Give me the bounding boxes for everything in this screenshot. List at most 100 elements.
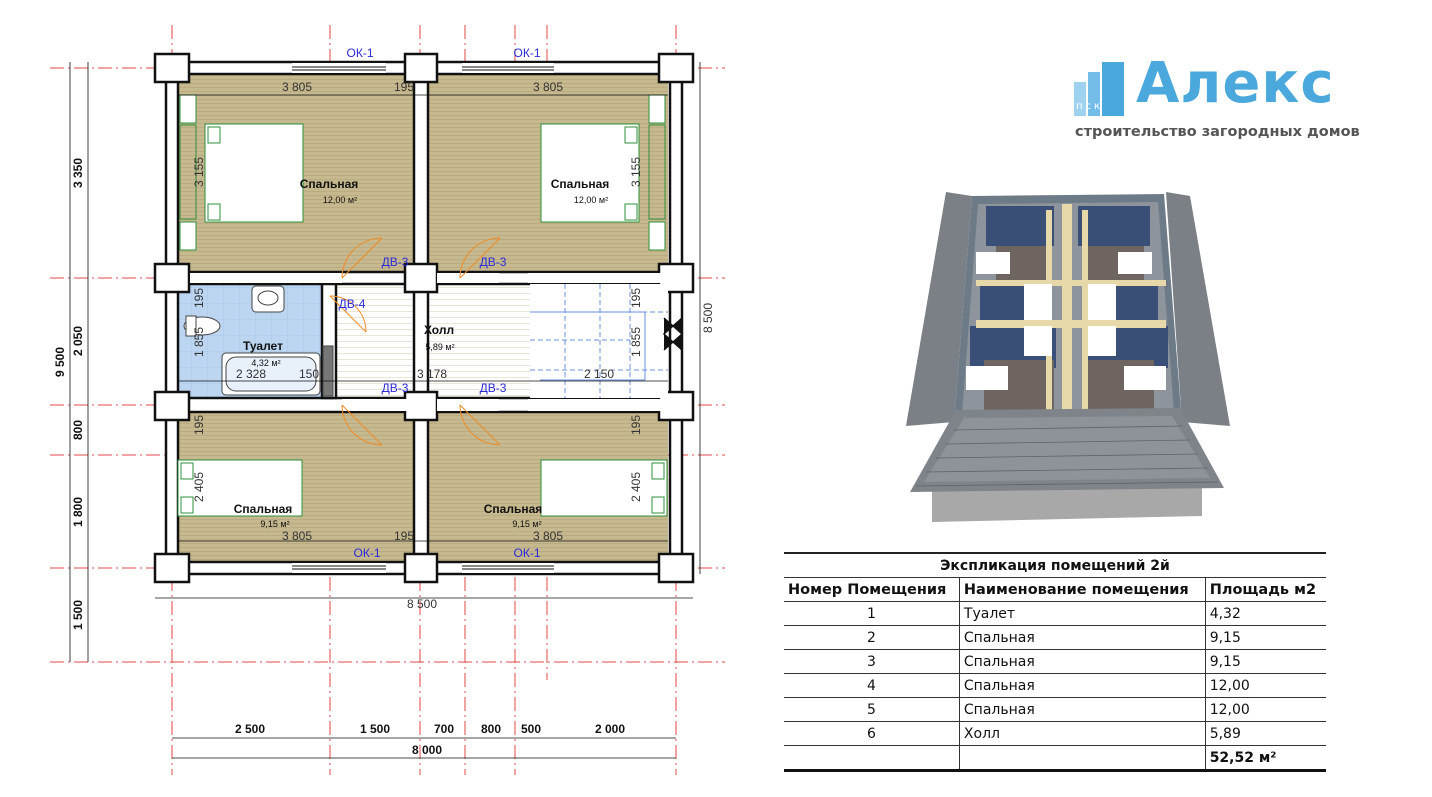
dim-label: 1 855 — [629, 327, 643, 357]
dim-label: 9 500 — [53, 347, 67, 377]
window-tag: ОК-1 — [514, 46, 541, 60]
door-tag: ДВ-3 — [480, 255, 507, 269]
logo-bars-icon — [1074, 62, 1124, 116]
door-tag: ДВ-3 — [382, 381, 409, 395]
dim-label: 8 000 — [412, 743, 442, 757]
room-name: Спальная — [300, 177, 359, 191]
window-tag: ОК-1 — [347, 46, 374, 60]
dim-label: 2 405 — [629, 472, 643, 502]
room-number: 3 — [784, 649, 960, 674]
dim-label: 3 178 — [417, 367, 447, 381]
room-area: 12,00 м² — [574, 195, 608, 205]
room-number: 4 — [784, 673, 960, 698]
table-total-row: 52,52 м² — [784, 745, 1326, 772]
dim-label: 700 — [434, 722, 454, 736]
stair-arrow — [662, 317, 684, 351]
dim-label: 2 150 — [584, 367, 614, 381]
door-tag: ДВ-4 — [339, 297, 366, 311]
room-number: 1 — [784, 601, 960, 626]
dim-label: 3 805 — [282, 529, 312, 543]
room-name: Спальная — [484, 502, 543, 516]
floor-plan: Спальная 12,00 м² Спальная 12,00 м² Туал… — [50, 25, 725, 775]
dim-label: 800 — [481, 722, 501, 736]
room-number: 6 — [784, 721, 960, 746]
company-logo: пск Алекс строительство загородных домов — [1074, 54, 1364, 150]
table-header-row: Номер Помещения Наименование помещения П… — [784, 577, 1326, 602]
dim-label: 2 328 — [236, 367, 266, 381]
dim-label: 195 — [192, 288, 206, 308]
room-number: 5 — [784, 697, 960, 722]
room-area: 12,00 м² — [323, 195, 357, 205]
room-area-cell: 12,00 — [1204, 673, 1326, 698]
table-title: Экспликация помещений 2й — [784, 552, 1326, 578]
header-cell: Наименование помещения — [958, 577, 1206, 602]
room-name: Холл — [424, 323, 454, 337]
dim-label: 195 — [394, 529, 414, 543]
dim-label: 3 155 — [192, 157, 206, 187]
room-area-cell: 12,00 — [1204, 697, 1326, 722]
logo-brand: Алекс — [1136, 51, 1335, 116]
room-name-cell: Спальная — [958, 673, 1206, 698]
staircase — [530, 284, 668, 398]
room-name-cell: Туалет — [958, 601, 1206, 626]
dim-label: 2 500 — [235, 722, 265, 736]
house-3d-render — [906, 192, 1230, 522]
dim-label: 3 805 — [533, 80, 563, 94]
dim-label: 1 855 — [192, 327, 206, 357]
header-cell: Номер Помещения — [784, 577, 960, 602]
dim-label: 3 805 — [533, 529, 563, 543]
header-cell: Площадь м2 — [1204, 577, 1326, 602]
room-name-cell: Спальная — [958, 697, 1206, 722]
dim-label: 2 050 — [71, 326, 85, 356]
door-tag: ДВ-3 — [480, 381, 507, 395]
dim-label: 195 — [394, 80, 414, 94]
dim-label: 2 405 — [192, 472, 206, 502]
beds — [177, 94, 668, 517]
room-area: 4,32 м² — [251, 358, 280, 368]
room-name: Туалет — [243, 339, 283, 353]
room-area-cell: 4,32 — [1204, 601, 1326, 626]
dim-label: 3 805 — [282, 80, 312, 94]
room-area: 9,15 м² — [512, 519, 541, 529]
room-number: 2 — [784, 625, 960, 650]
window-openings — [190, 63, 668, 573]
explication-table: Экспликация помещений 2й Номер Помещения… — [784, 552, 1326, 772]
window-tag: ОК-1 — [354, 546, 381, 560]
dim-label: 800 — [71, 420, 85, 440]
dim-label: 3 350 — [71, 158, 85, 188]
door-tag: ДВ-3 — [382, 255, 409, 269]
room-area: 9,15 м² — [260, 519, 289, 529]
room-name-cell: Спальная — [958, 649, 1206, 674]
dim-label: 2 000 — [595, 722, 625, 736]
dim-label: 8 500 — [701, 303, 715, 333]
room-area-cell: 9,15 — [1204, 625, 1326, 650]
room-name: Спальная — [234, 502, 293, 516]
doors — [329, 237, 501, 446]
room-name: Спальная — [551, 177, 610, 191]
dim-label: 1 800 — [71, 497, 85, 527]
dim-label: 500 — [521, 722, 541, 736]
dim-label: 1 500 — [71, 600, 85, 630]
dim-label: 195 — [629, 415, 643, 435]
total-area: 52,52 м² — [1204, 745, 1326, 772]
room-area-cell: 9,15 — [1204, 649, 1326, 674]
logo-tagline: строительство загородных домов — [1075, 124, 1360, 140]
window-tag: ОК-1 — [514, 546, 541, 560]
room-area: 5,89 м² — [425, 342, 454, 352]
dim-label: 195 — [192, 415, 206, 435]
dim-label: 195 — [629, 288, 643, 308]
room-area-cell: 5,89 — [1204, 721, 1326, 746]
logo-psk: пск — [1076, 101, 1104, 112]
dim-label: 150 — [299, 367, 319, 381]
room-name-cell: Холл — [958, 721, 1206, 746]
dim-label: 8 500 — [407, 597, 437, 611]
sanitary — [183, 285, 334, 397]
dim-label: 3 155 — [629, 157, 643, 187]
dim-label: 1 500 — [360, 722, 390, 736]
